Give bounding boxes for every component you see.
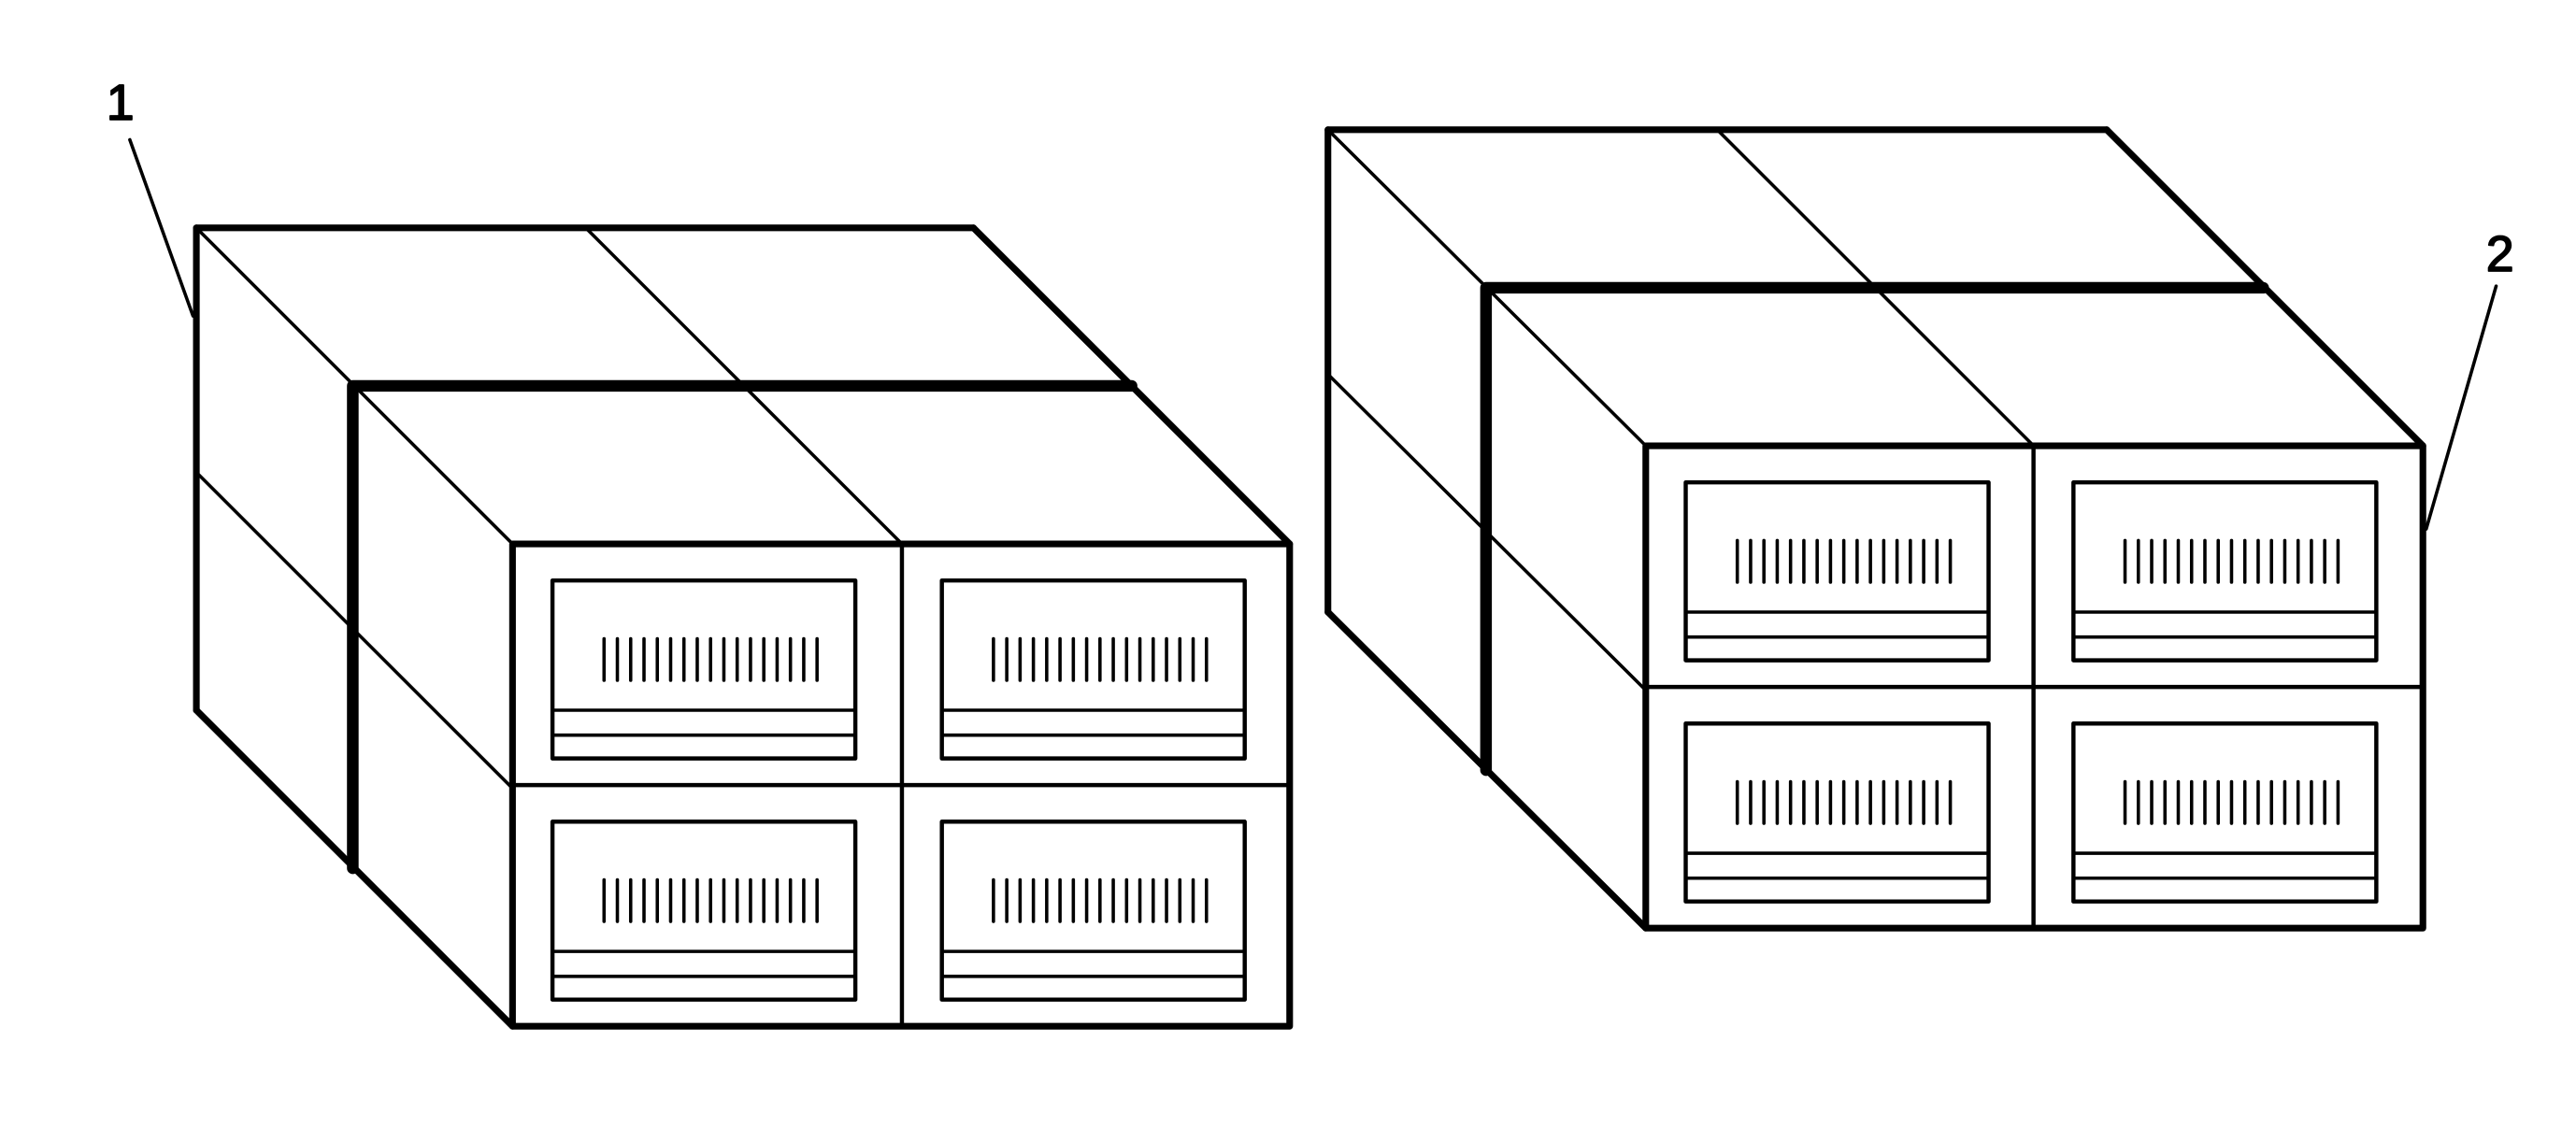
module-barcode [992, 877, 1209, 923]
module-door-panel [939, 578, 1247, 761]
drive-module [2071, 721, 2379, 904]
callout-2-label: 2 [2486, 227, 2514, 282]
drive-module [550, 578, 858, 761]
callout-1: 1 [106, 75, 195, 318]
module-door-panel [2071, 479, 2379, 663]
drive-module [1683, 721, 1991, 904]
drive-module [939, 820, 1247, 1002]
drive-modules [550, 578, 1247, 1002]
module-barcode [602, 877, 819, 923]
thick-separator [1480, 281, 2269, 777]
callout-2-leader [2424, 284, 2498, 531]
module-door-panel [1683, 479, 1991, 663]
module-barcode [602, 636, 819, 682]
callout-1-leader [128, 137, 195, 318]
module-door-panel [550, 578, 858, 761]
module-door-panel [550, 820, 858, 1002]
drive-module [1683, 479, 1991, 663]
drive-module [939, 578, 1247, 761]
top-divider-front [742, 384, 904, 546]
callout-2: 2 [2424, 226, 2514, 531]
top-divider-front [1873, 286, 2036, 448]
top-divider-rear [1715, 128, 1878, 290]
module-barcode [2123, 779, 2340, 825]
drive-modules [1683, 479, 2379, 904]
drive-module [2071, 479, 2379, 663]
stack-assembly-2 [1324, 126, 2426, 932]
module-door-panel [1683, 721, 1991, 904]
module-barcode [2123, 538, 2340, 584]
callout-1-label: 1 [107, 76, 135, 131]
top-divider-rear [583, 226, 746, 388]
module-barcode [1735, 538, 1953, 584]
stack-assembly-1 [193, 224, 1294, 1030]
module-barcode [1735, 779, 1953, 825]
thick-separator [347, 379, 1138, 875]
module-barcode [992, 636, 1209, 682]
module-door-panel [2071, 721, 2379, 904]
drive-module [550, 820, 858, 1002]
module-door-panel [939, 820, 1247, 1002]
